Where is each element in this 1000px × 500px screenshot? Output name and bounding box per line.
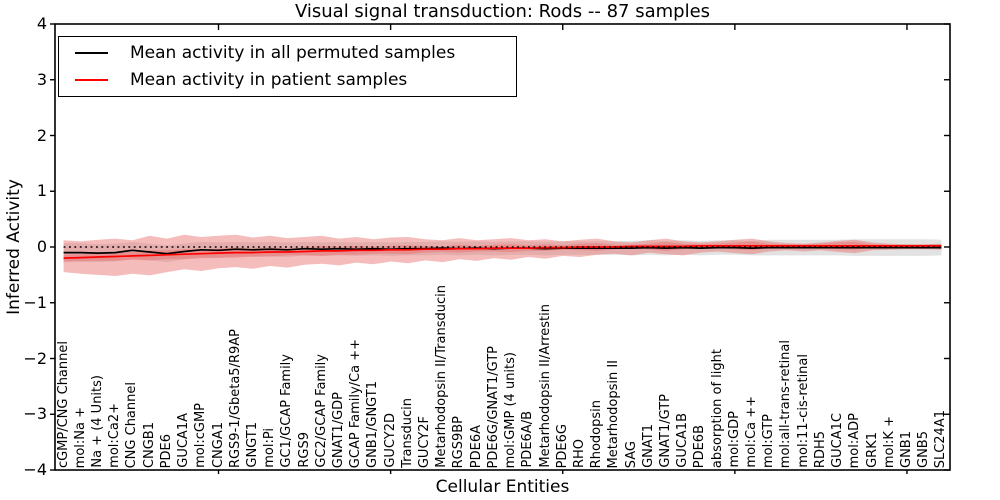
x-entity-label: PDE6G/GNAT1/GTP — [485, 345, 501, 468]
x-entity-label: PDE6B — [692, 424, 708, 468]
x-entity-label: GUCA1A — [176, 413, 192, 468]
x-entity-label: Metarhodopsin II/Transducin — [434, 285, 450, 468]
x-entity-label: Metarhodopsin II/Arrestin — [537, 304, 553, 468]
x-entity-label: mol:Na + — [72, 406, 88, 468]
x-entity-label: mol:Pi — [262, 428, 278, 468]
y-tick-label: 1 — [36, 181, 47, 201]
x-entity-label: PDE6A — [468, 424, 484, 468]
legend-item-permuted: Mean activity in all permuted samples — [59, 43, 516, 63]
x-entity-label: mol:GDP — [726, 411, 742, 468]
series-line-patient — [63, 245, 942, 259]
x-entity-label: mol:GMP (4 units) — [503, 351, 519, 468]
x-entity-label: absorption of light — [709, 348, 725, 468]
x-entity-label: GNAT1/GDP — [330, 391, 346, 468]
x-entity-label: GUCA1C — [830, 413, 846, 468]
x-entity-label: RGS9BP — [451, 415, 467, 468]
legend-label-permuted: Mean activity in all permuted samples — [130, 43, 456, 64]
legend: Mean activity in all permuted samples Me… — [58, 36, 517, 97]
chart-title: Visual signal transduction: Rods -- 87 s… — [294, 1, 711, 22]
x-entity-label: RDH5 — [812, 430, 828, 468]
x-entity-label: GC1/GCAP Family — [279, 354, 295, 468]
x-entity-label: GCAP Family/Ca ++ — [348, 338, 364, 468]
y-tick-label: −1 — [23, 292, 47, 312]
y-tick-label: −4 — [23, 460, 47, 479]
x-entity-label: mol:all-trans-retinal — [778, 339, 794, 468]
x-entity-label: GUCY2D — [382, 413, 398, 468]
patient-range-outer-band — [63, 234, 942, 276]
x-entity-label: mol:Ca2+ — [107, 403, 123, 468]
x-entity-label: CNGA1 — [210, 421, 226, 468]
permuted-range-band — [63, 239, 942, 263]
x-entity-label: GRK1 — [864, 432, 880, 468]
y-tick-label: 4 — [36, 14, 47, 33]
x-entity-label: CNG Channel — [124, 381, 140, 468]
x-entity-label: mol:K + — [881, 415, 897, 468]
x-entity-label: GUCY2F — [417, 415, 433, 468]
x-entity-label: mol:11-cis-retinal — [795, 354, 811, 468]
x-entity-label: GNGT1 — [244, 422, 260, 468]
y-tick-label: 3 — [36, 69, 47, 89]
x-entity-label: PDE6G — [554, 423, 570, 468]
x-entity-label: GNB1/GNGT1 — [365, 381, 381, 468]
x-entity-label: Na + (4 Units) — [90, 375, 106, 468]
x-entity-label: GNB1 — [898, 431, 914, 468]
x-entity-label: PDE6A/B — [520, 411, 536, 468]
x-entity-label: Rhodopsin — [589, 399, 605, 468]
black-line-swatch-icon — [75, 52, 108, 55]
x-entity-label: GNB5 — [916, 431, 932, 468]
y-tick-label: 2 — [36, 125, 47, 145]
x-entity-label: RGS9-1/Gbeta5/R9AP — [227, 328, 243, 468]
x-entity-label: GNAT1 — [640, 424, 656, 468]
x-entity-label: mol:cGMP — [193, 403, 209, 468]
x-entity-label: SLC24A1 — [933, 409, 949, 468]
y-tick-label: 0 — [36, 237, 47, 256]
y-tick-label: −2 — [23, 348, 47, 368]
red-line-swatch-icon — [75, 78, 108, 81]
x-entity-label: cGMP/CNG Channel — [55, 340, 71, 468]
x-entity-label: RGS9 — [296, 432, 312, 468]
x-entity-label: GC2/GCAP Family — [313, 354, 329, 468]
legend-item-patient: Mean activity in patient samples — [59, 70, 516, 90]
x-entity-label: mol:ADP — [847, 412, 863, 468]
x-entity-label: mol:GTP — [761, 414, 777, 468]
x-entity-label: Metarhodopsin II — [606, 359, 622, 468]
y-tick-label: −3 — [23, 404, 47, 424]
x-entity-label: mol:Ca ++ — [744, 396, 760, 468]
x-entity-label: CNGB1 — [141, 421, 157, 468]
legend-label-patient: Mean activity in patient samples — [130, 69, 408, 90]
x-axis-label: Cellular Entities — [435, 477, 570, 497]
x-entity-label: GUCA1B — [675, 413, 691, 468]
x-entity-label: PDE6 — [158, 433, 174, 468]
x-entity-label: GNAT1/GTP — [658, 394, 673, 468]
x-entity-label: Transducin — [399, 398, 415, 468]
x-entity-label: RHO — [571, 438, 587, 468]
x-entity-label: SAG — [623, 440, 639, 468]
